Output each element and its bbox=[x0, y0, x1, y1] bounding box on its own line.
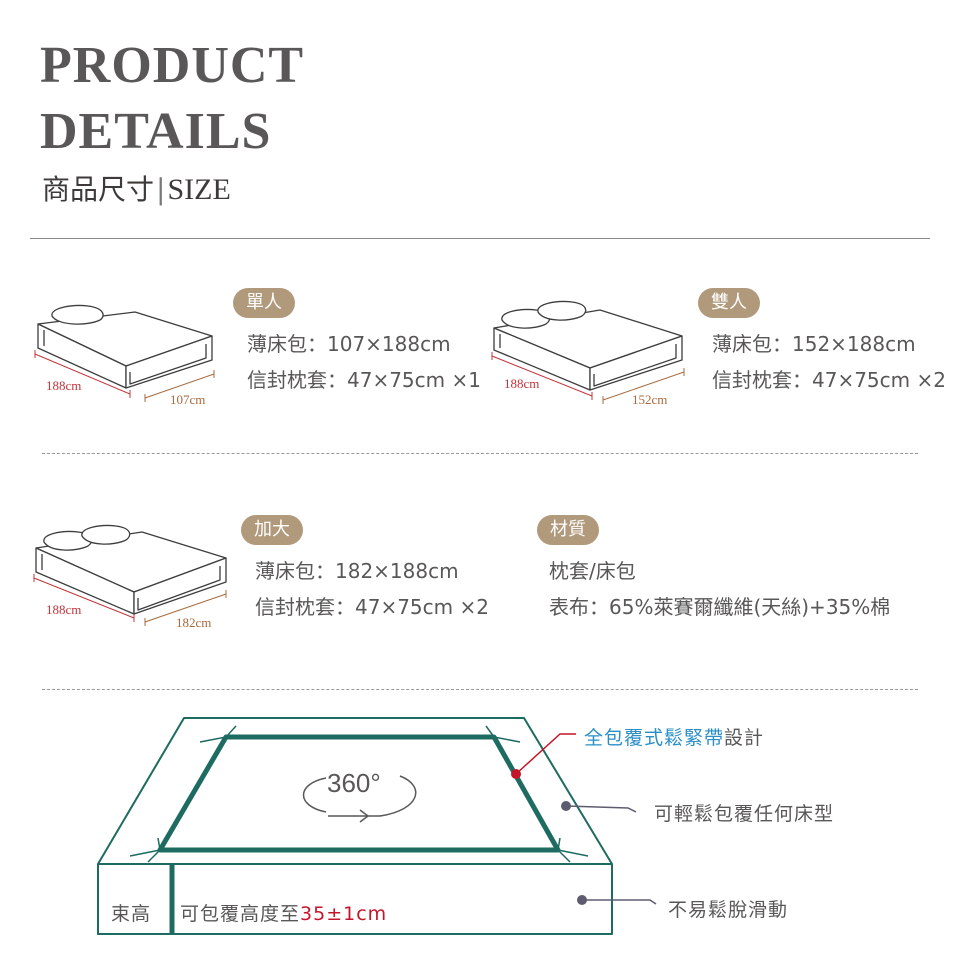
callout-no-slip: 不易鬆脫滑動 bbox=[668, 899, 789, 921]
section-divider-2 bbox=[42, 689, 918, 690]
single-sheet-size: 薄床包：107×188cm bbox=[247, 332, 451, 356]
subtitle-en: SIZE bbox=[167, 173, 231, 206]
section-divider-1 bbox=[42, 453, 918, 454]
double-badge: 雙人 bbox=[698, 288, 760, 318]
page-title-line1: PRODUCT bbox=[40, 37, 305, 94]
material-badge: 材質 bbox=[537, 515, 599, 545]
single-bed-illustration: 188cm 107cm bbox=[34, 304, 215, 407]
subtitle-zh: 商品尺寸 bbox=[42, 173, 155, 206]
double-pillowcase-size: 信封枕套：47×75cm ×2 bbox=[712, 368, 946, 392]
rotation-label: 360° bbox=[327, 768, 381, 798]
header-divider bbox=[30, 238, 930, 239]
king-bed-illustration: 188cm 182cm bbox=[33, 524, 227, 630]
king-length-label: 188cm bbox=[46, 602, 81, 617]
material-scope: 枕套/床包 bbox=[549, 559, 636, 583]
callout-elastic-rest: 設計 bbox=[724, 727, 765, 749]
callout-elastic-design: 全包覆式鬆緊帶設計 bbox=[584, 723, 764, 750]
coverage-height: 可包覆高度至35±1cm bbox=[180, 899, 387, 926]
king-pillowcase-size: 信封枕套：47×75cm ×2 bbox=[255, 595, 489, 619]
fitted-sheet-diagram bbox=[97, 717, 657, 935]
page-title-line2: DETAILS bbox=[40, 103, 272, 160]
king-sheet-size: 薄床包：182×188cm bbox=[255, 559, 459, 583]
double-length-label: 188cm bbox=[504, 376, 539, 391]
single-width-label: 107cm bbox=[170, 392, 205, 407]
band-height-label: 束高 bbox=[111, 903, 152, 925]
single-badge: 單人 bbox=[233, 288, 295, 318]
page-subtitle: 商品尺寸|SIZE bbox=[42, 168, 231, 208]
callout-elastic-highlight: 全包覆式鬆緊帶 bbox=[584, 727, 725, 749]
material-fabric: 表布：65%萊賽爾纖維(天絲)+35%棉 bbox=[549, 595, 891, 619]
callout-fits-any-bed: 可輕鬆包覆任何床型 bbox=[654, 803, 835, 825]
single-pillowcase-size: 信封枕套：47×75cm ×1 bbox=[247, 368, 481, 392]
king-width-label: 182cm bbox=[176, 615, 211, 630]
king-badge: 加大 bbox=[241, 515, 303, 545]
coverage-height-prefix: 可包覆高度至 bbox=[180, 903, 301, 925]
double-width-label: 152cm bbox=[632, 392, 667, 407]
double-bed-illustration: 188cm 152cm bbox=[491, 300, 685, 407]
coverage-height-value: 35±1cm bbox=[300, 903, 388, 925]
single-length-label: 188cm bbox=[46, 378, 81, 393]
subtitle-separator: | bbox=[156, 173, 166, 206]
double-sheet-size: 薄床包：152×188cm bbox=[712, 332, 916, 356]
